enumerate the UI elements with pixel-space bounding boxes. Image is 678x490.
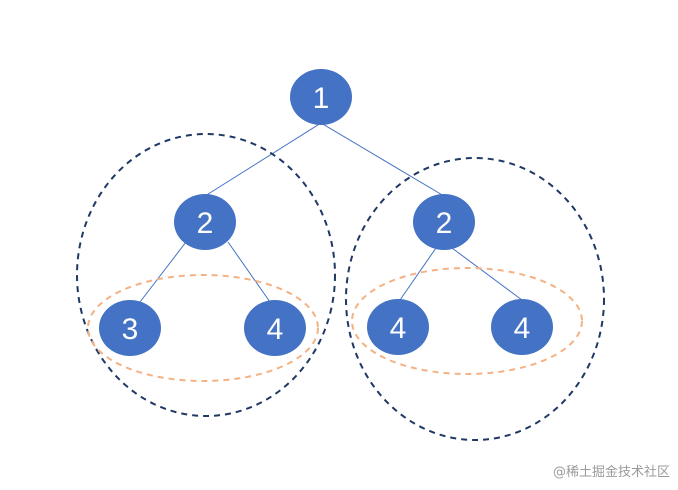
right-child-2-node: 4 — [491, 299, 553, 355]
left-subtree-outline — [76, 133, 336, 417]
left-child-1-node: 3 — [99, 300, 161, 356]
right-subtree-outline — [345, 157, 605, 441]
right-children-outline — [351, 267, 583, 375]
right-child-1-node: 4 — [367, 299, 429, 355]
left-child-2-label: 4 — [267, 313, 284, 346]
root-node: 1 — [290, 69, 352, 125]
right-node-label: 2 — [436, 207, 453, 240]
root-node-label: 1 — [313, 82, 330, 115]
right-child-1-label: 4 — [390, 312, 407, 345]
edge-root-left — [204, 122, 322, 197]
edge-right-child2 — [451, 247, 523, 301]
left-node-label: 2 — [197, 207, 214, 240]
right-node: 2 — [413, 194, 475, 250]
right-child-2-label: 4 — [514, 312, 531, 345]
left-child-1-label: 3 — [122, 313, 139, 346]
left-child-2-node: 4 — [244, 300, 306, 356]
edge-root-right — [320, 122, 445, 197]
edge-left-child2 — [227, 241, 271, 303]
watermark-text: @稀土掘金技术社区 — [552, 465, 670, 480]
edge-right-child1 — [399, 247, 437, 301]
edge-left-child1 — [139, 241, 187, 303]
left-children-outline — [87, 274, 319, 382]
left-node: 2 — [174, 194, 236, 250]
